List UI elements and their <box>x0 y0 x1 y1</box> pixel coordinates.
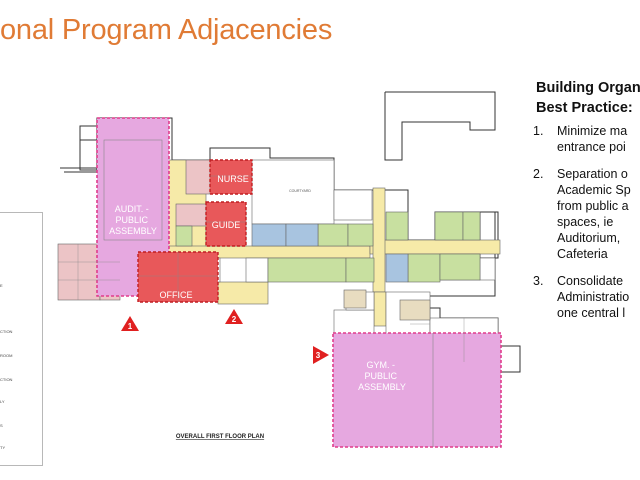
academic-room <box>251 223 287 247</box>
heading-line: Building Organ <box>536 80 640 96</box>
legend-item: TY <box>0 445 6 450</box>
item-line: Separation o <box>557 167 628 181</box>
room <box>479 257 496 281</box>
item-line: Academic Sp <box>557 183 631 197</box>
item-line: Administratio <box>557 290 630 304</box>
room <box>399 299 431 321</box>
item-line: spaces, ie <box>557 215 614 229</box>
best-practice-item: 1. Minimize ma entrance poi <box>533 123 631 155</box>
academic-room <box>434 211 464 241</box>
courtyard-label: COURTYARD <box>289 189 311 193</box>
academic-room <box>345 257 375 283</box>
academic-room <box>267 257 347 283</box>
item-line: entrance poi <box>557 140 626 154</box>
academic-room <box>285 223 319 247</box>
entrance-marker-label: 1 <box>128 322 133 331</box>
plan-legend: E CTION ROOM CTION LY S TY <box>0 212 43 466</box>
circulation-zone <box>369 239 501 255</box>
academic-room <box>407 253 441 283</box>
entrance-marker-label: 2 <box>232 315 237 324</box>
legend-item: ROOM <box>0 353 13 358</box>
guide-label: GUIDE <box>212 220 241 230</box>
item-number: 2. <box>533 167 544 181</box>
nurse-zone <box>209 159 253 195</box>
room <box>343 289 367 309</box>
room <box>175 203 207 227</box>
entrance-marker: 1 <box>121 316 139 331</box>
legend-item: CTION <box>0 377 13 382</box>
slide-title: onal Program Adjacencies <box>0 14 333 46</box>
best-practice-item: 2. Separation o Academic Sp from public … <box>533 166 631 262</box>
entrance-marker: 2 <box>225 309 243 324</box>
item-line: Auditorium, <box>557 231 621 245</box>
entrance-marker: 3 <box>313 346 329 364</box>
heading-line: Best Practice: <box>536 100 633 116</box>
best-practice-heading: Building Organ Best Practice: <box>536 78 640 118</box>
item-number: 3. <box>533 274 544 288</box>
academic-room <box>347 223 374 247</box>
circulation-zone <box>217 281 269 305</box>
best-practice-item: 3. Consolidate Administratio one central… <box>533 273 631 321</box>
item-line: from public a <box>557 199 629 213</box>
room <box>245 257 269 283</box>
academic-room <box>385 211 409 241</box>
building-outline <box>79 125 98 171</box>
courtyard <box>251 159 335 225</box>
item-number: 1. <box>533 124 544 138</box>
plan-caption: OVERALL FIRST FLOOR PLAN <box>176 434 264 440</box>
entrance-marker-triangle <box>225 309 243 324</box>
entrance-marker-triangle <box>313 346 329 364</box>
gym-zone <box>332 332 502 448</box>
entrance-marker-label: 3 <box>316 351 321 360</box>
item-line: Cafeteria <box>557 247 608 261</box>
legend-item: S <box>0 423 3 428</box>
legend-item: CTION <box>0 329 13 334</box>
room <box>185 159 211 195</box>
gym-label: GYM. - PUBLIC ASSEMBLY <box>358 360 406 392</box>
academic-room <box>385 253 409 283</box>
circulation-zone <box>373 291 387 327</box>
entrance-marker-triangle <box>121 316 139 331</box>
stage <box>103 139 163 241</box>
item-line: Consolidate <box>557 274 624 288</box>
guide-zone <box>205 201 247 247</box>
best-practice-list: 1. Minimize ma entrance poi 2. Separatio… <box>533 123 631 332</box>
circulation-zone <box>372 187 386 293</box>
building-outline <box>384 91 496 161</box>
item-line: one central l <box>557 306 626 320</box>
academic-room <box>462 211 481 241</box>
item-line: Minimize ma <box>557 124 628 138</box>
legend-item: E <box>0 283 3 288</box>
office-label: OFFICE <box>160 290 193 300</box>
legend-item: LY <box>0 399 5 404</box>
room <box>57 243 101 301</box>
nurse-label: NURSE <box>217 174 249 184</box>
academic-room <box>439 253 481 281</box>
room <box>333 189 373 221</box>
academic-room <box>317 223 349 247</box>
academic-room <box>175 225 193 247</box>
auditorium-label: AUDIT. - PUBLIC ASSEMBLY <box>109 204 157 236</box>
